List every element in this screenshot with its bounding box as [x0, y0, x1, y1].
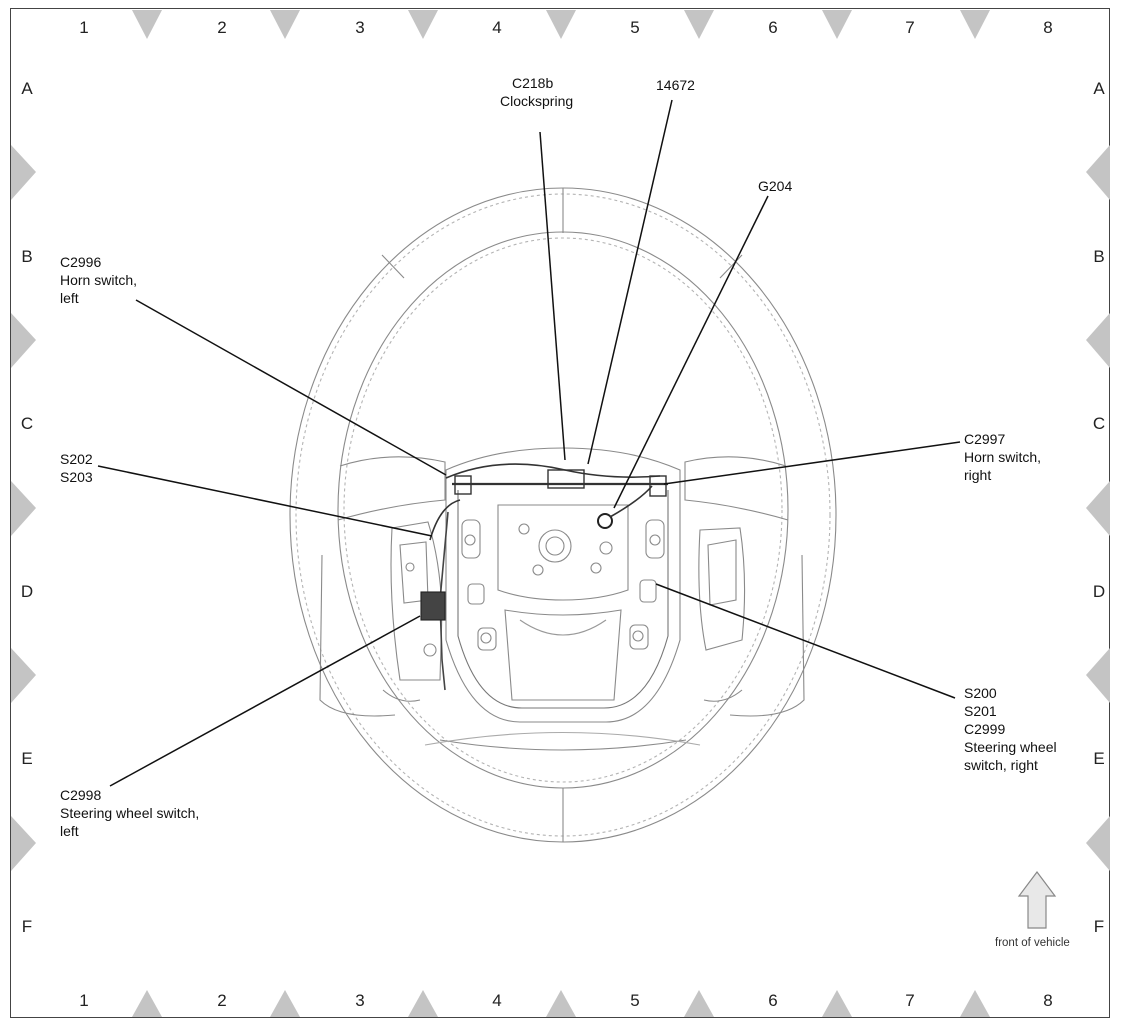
col-label-5-bottom: 5 [630, 991, 639, 1010]
col-label-6: 6 [768, 18, 777, 37]
row-label-c-right: C [1093, 414, 1105, 433]
row-label-a-right: A [1093, 79, 1105, 98]
row-label-d-right: D [1093, 582, 1105, 601]
callout-c2996-line1: Horn switch, [60, 272, 137, 288]
callout-s201: S201 [964, 703, 997, 719]
callout-c2997-id: C2997 [964, 431, 1005, 447]
callout-c2999-line2: switch, right [964, 757, 1038, 773]
col-label-3-bottom: 3 [355, 991, 364, 1010]
callout-s203: S203 [60, 469, 93, 485]
row-label-e: E [21, 749, 32, 768]
callout-c2996-line2: left [60, 290, 79, 306]
callout-s200: S200 [964, 685, 997, 701]
callout-c218b-desc: Clockspring [500, 93, 573, 109]
col-label-6-bottom: 6 [768, 991, 777, 1010]
up-arrow-icon [1017, 871, 1057, 929]
row-label-d: D [21, 582, 33, 601]
callout-g204: G204 [758, 178, 792, 194]
callout-s202: S202 [60, 451, 93, 467]
row-label-e-right: E [1093, 749, 1104, 768]
callout-c2998-line1: Steering wheel switch, [60, 805, 199, 821]
callout-c2999: C2999 [964, 721, 1005, 737]
callout-c2997-line2: right [964, 467, 991, 483]
col-label-8-bottom: 8 [1043, 991, 1052, 1010]
callout-c218b-id: C218b [512, 75, 553, 91]
leader-lines [97, 99, 961, 787]
steering-wheel [289, 187, 837, 843]
col-label-2-bottom: 2 [217, 991, 226, 1010]
callout-c2998-id: C2998 [60, 787, 101, 803]
row-label-b-right: B [1093, 247, 1104, 266]
front-of-vehicle-label: front of vehicle [995, 937, 1070, 949]
col-label-4-bottom: 4 [492, 991, 501, 1010]
col-label-2: 2 [217, 18, 226, 37]
callout-14672: 14672 [656, 77, 695, 93]
col-label-1-bottom: 1 [79, 991, 88, 1010]
callout-c2999-line1: Steering wheel [964, 739, 1057, 755]
grid-markers [11, 10, 1110, 1017]
row-label-f-right: F [1094, 917, 1104, 936]
callout-c2996-id: C2996 [60, 254, 101, 270]
col-label-3: 3 [355, 18, 364, 37]
callout-c2998-line2: left [60, 823, 79, 839]
col-label-7: 7 [905, 18, 914, 37]
row-label-b: B [21, 247, 32, 266]
col-label-7-bottom: 7 [905, 991, 914, 1010]
callout-c2997-line1: Horn switch, [964, 449, 1041, 465]
col-label-1: 1 [79, 18, 88, 37]
col-label-5: 5 [630, 18, 639, 37]
col-label-4: 4 [492, 18, 501, 37]
col-label-8: 8 [1043, 18, 1052, 37]
row-label-c: C [21, 414, 33, 433]
row-label-f: F [22, 917, 32, 936]
row-label-a: A [21, 79, 33, 98]
